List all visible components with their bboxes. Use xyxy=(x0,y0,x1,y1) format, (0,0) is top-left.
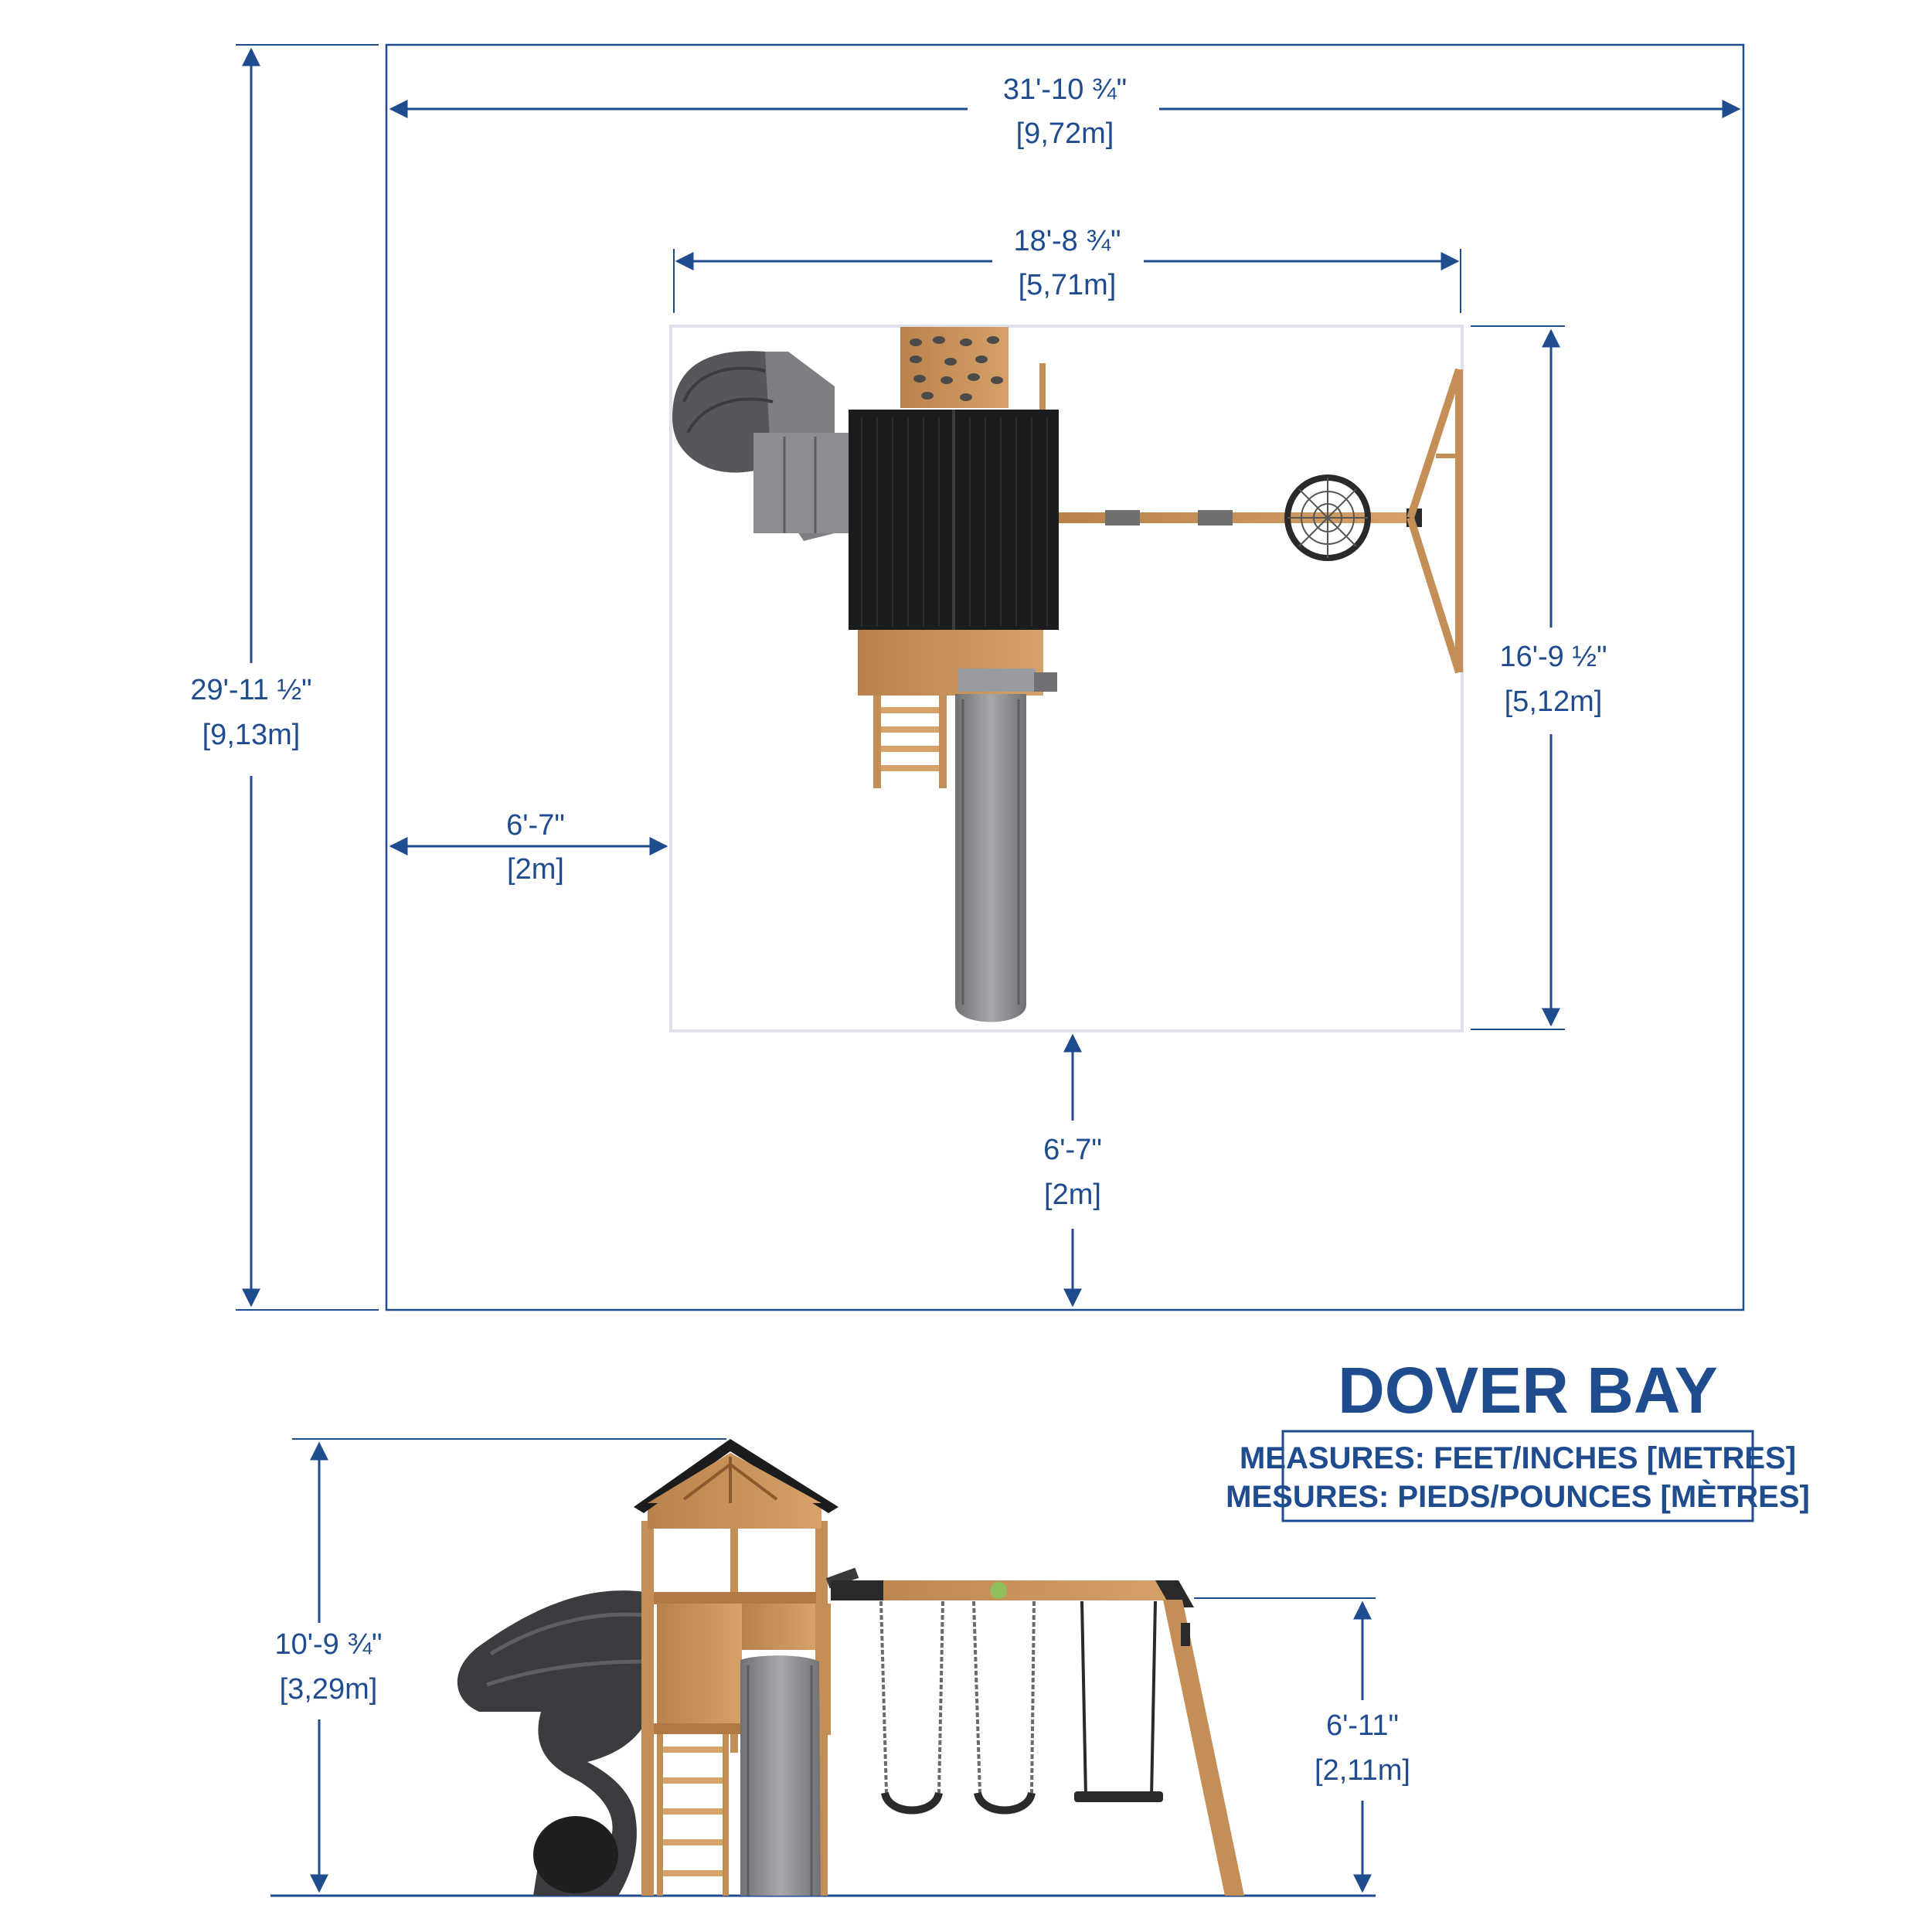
units-label-fr: MESURES: PIEDS/POUNCES [MÈTRES] xyxy=(1226,1479,1810,1514)
play-width-imperial: 18'-8 ¾" xyxy=(1013,225,1121,257)
elevation-view: 10'-9 ¾" [3,29m] 6'-11" [2,11m] xyxy=(270,1438,1410,1897)
front-clearance-imperial: 6'-7" xyxy=(1043,1134,1102,1166)
overall-width-dimension: 31'-10 ¾" [9,72m] xyxy=(389,73,1741,150)
swing-beam-height-imperial: 6'-11" xyxy=(1326,1709,1399,1742)
swing-beam-height-metric: [2,11m] xyxy=(1315,1754,1410,1787)
belt-swing-2 xyxy=(972,1600,1036,1815)
side-clearance-imperial: 6'-7" xyxy=(506,809,565,842)
tube-slide-side xyxy=(457,1590,653,1896)
play-width-metric: [5,71m] xyxy=(1019,269,1117,301)
trapeze-swing xyxy=(1074,1600,1163,1802)
play-area-outline xyxy=(669,325,1464,1032)
tube-slide-top xyxy=(672,351,850,541)
play-depth-dimension: 16'-9 ½" [5,12m] xyxy=(1471,325,1607,1030)
belt-swing-1 xyxy=(879,1600,944,1815)
clearance-zone-outline xyxy=(385,43,1745,1311)
plan-view: 31'-10 ¾" [9,72m] 29'-11 ½" [9,13m] 18'-… xyxy=(190,43,1745,1311)
units-label-en: MEASURES: FEET/INCHES [METRES] xyxy=(1240,1441,1796,1475)
total-height-imperial: 10'-9 ¾" xyxy=(274,1628,382,1661)
a-frame-top xyxy=(1406,368,1463,674)
overall-depth-imperial: 29'-11 ½" xyxy=(190,674,311,706)
roof-top xyxy=(849,410,1059,630)
product-name: DOVER BAY xyxy=(1338,1354,1718,1427)
overall-width-imperial: 31'-10 ¾" xyxy=(1003,73,1127,106)
overall-depth-dimension: 29'-11 ½" [9,13m] xyxy=(190,44,379,1311)
front-clearance-metric: [2m] xyxy=(1044,1179,1101,1211)
side-clearance-metric: [2m] xyxy=(507,853,564,886)
wave-slide-side xyxy=(740,1655,821,1896)
ladder-side xyxy=(657,1734,729,1896)
title-block: DOVER BAY MEASURES: FEET/INCHES [METRES]… xyxy=(1226,1354,1810,1522)
play-depth-metric: [5,12m] xyxy=(1505,685,1603,718)
playset-elevation-drawing xyxy=(457,1439,1244,1896)
wave-slide-top xyxy=(955,694,1026,1022)
climbing-wall-top xyxy=(900,327,1009,408)
playset-plan-drawing xyxy=(672,327,1463,1022)
total-height-metric: [3,29m] xyxy=(280,1673,378,1706)
total-height-dimension: 10'-9 ¾" [3,29m] xyxy=(274,1438,726,1893)
swing-beam-side xyxy=(831,1580,1194,1607)
swing-beam-height-dimension: 6'-11" [2,11m] xyxy=(1194,1597,1410,1893)
overall-depth-metric: [9,13m] xyxy=(202,719,301,751)
ladder-top xyxy=(873,696,947,788)
units-legend-box xyxy=(1281,1430,1754,1522)
side-clearance-dimension: 6'-7" [2m] xyxy=(389,809,668,886)
overall-width-metric: [9,72m] xyxy=(1016,117,1114,150)
a-frame-side xyxy=(1163,1600,1244,1896)
play-depth-imperial: 16'-9 ½" xyxy=(1499,641,1607,673)
play-width-dimension: 18'-8 ¾" [5,71m] xyxy=(673,225,1461,313)
front-clearance-dimension: 6'-7" [2m] xyxy=(1043,1033,1102,1308)
web-swing-top xyxy=(1284,474,1371,561)
roof-side xyxy=(634,1439,838,1513)
